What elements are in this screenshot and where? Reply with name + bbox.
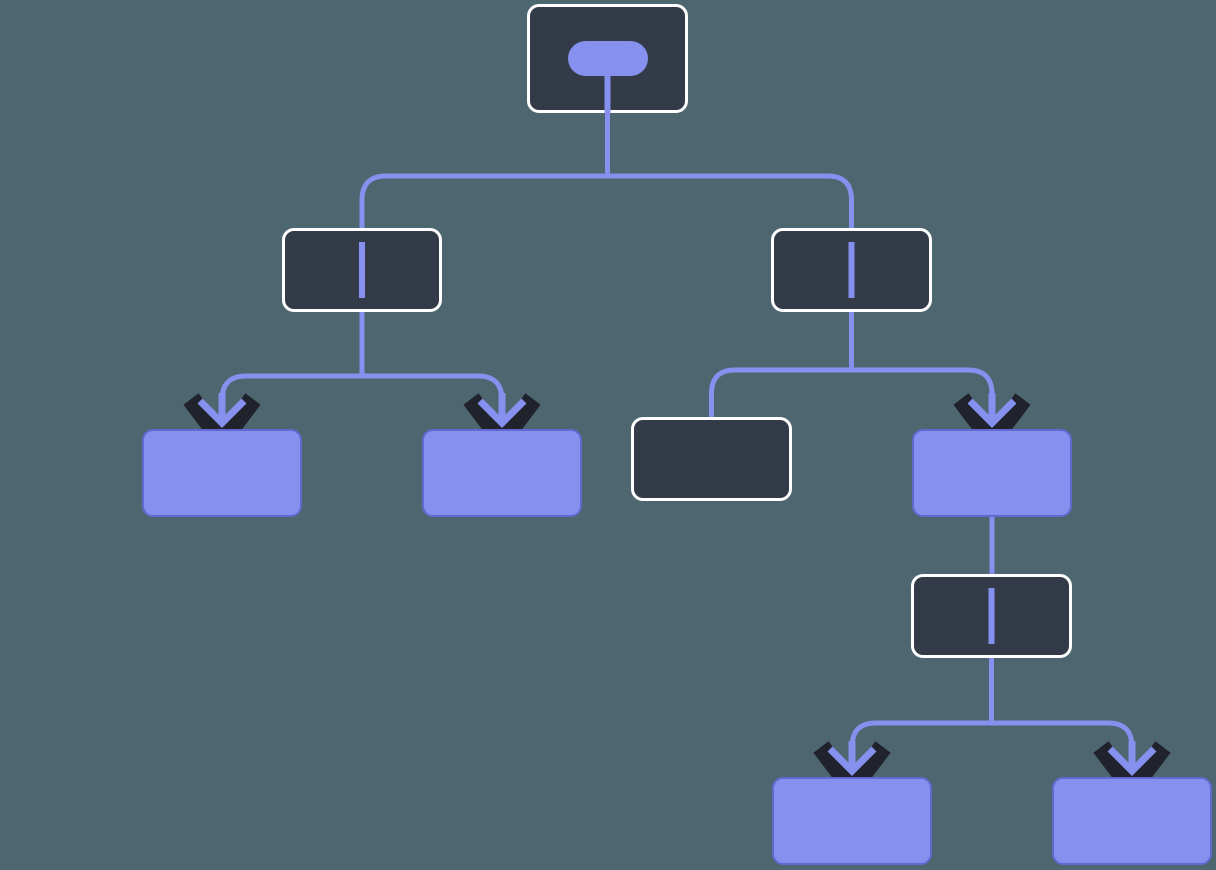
leaf-node-g[interactable] xyxy=(1052,777,1212,865)
dark-node-e[interactable] xyxy=(911,574,1072,658)
leaf-node-d[interactable] xyxy=(912,429,1072,517)
leaf-node-b[interactable] xyxy=(422,429,582,517)
leaf-node-f[interactable] xyxy=(772,777,932,865)
leaf-node-a[interactable] xyxy=(142,429,302,517)
mid-left-node[interactable] xyxy=(282,228,442,312)
root-pill-shape xyxy=(568,41,648,76)
mid-right-node[interactable] xyxy=(771,228,932,312)
dark-node-c[interactable] xyxy=(631,417,792,501)
